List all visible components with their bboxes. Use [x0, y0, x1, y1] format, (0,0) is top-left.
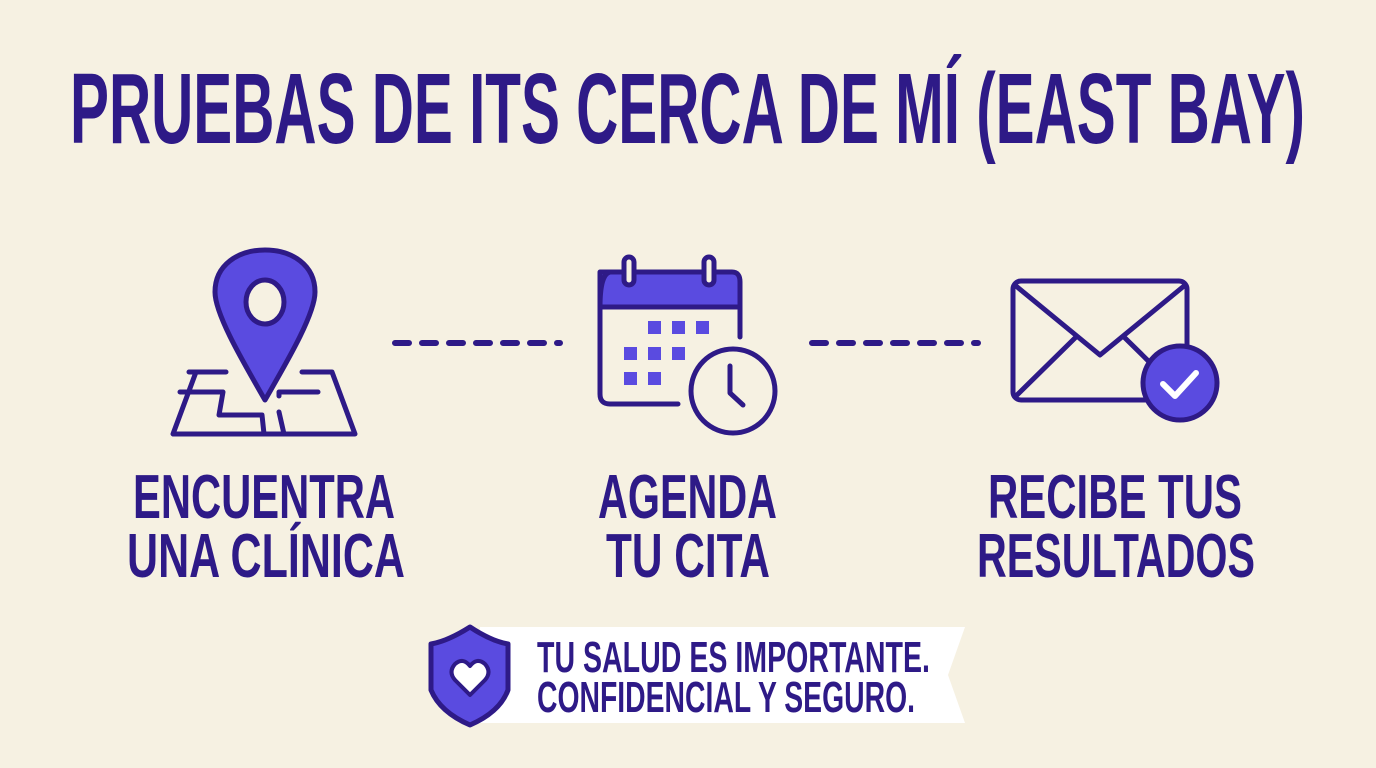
banner-line2: CONFIDENCIAL Y SEGURO.: [537, 673, 915, 722]
envelope-check-icon: [1010, 278, 1220, 423]
shield-heart-icon: [428, 624, 511, 728]
step-1-label-line1: ENCUENTRA: [133, 463, 395, 532]
step-3-label-line1: RECIBE TUS: [988, 463, 1242, 532]
step-1-label-line2: UNA CLÍNICA: [127, 522, 405, 591]
banner-line1: TU SALUD ES IMPORTANTE.: [537, 633, 930, 682]
calendar-clock-icon: [597, 254, 778, 436]
page-title: PRUEBAS DE ITS CERCA DE MÍ (EAST BAY): [70, 53, 1305, 165]
map-pin-icon: [170, 247, 358, 437]
banner-ribbon: [480, 627, 965, 723]
step-2-label-line1: AGENDA: [598, 463, 777, 532]
step-3-label-line2: RESULTADOS: [977, 522, 1255, 591]
step-2-label-line2: TU CITA: [606, 522, 770, 591]
